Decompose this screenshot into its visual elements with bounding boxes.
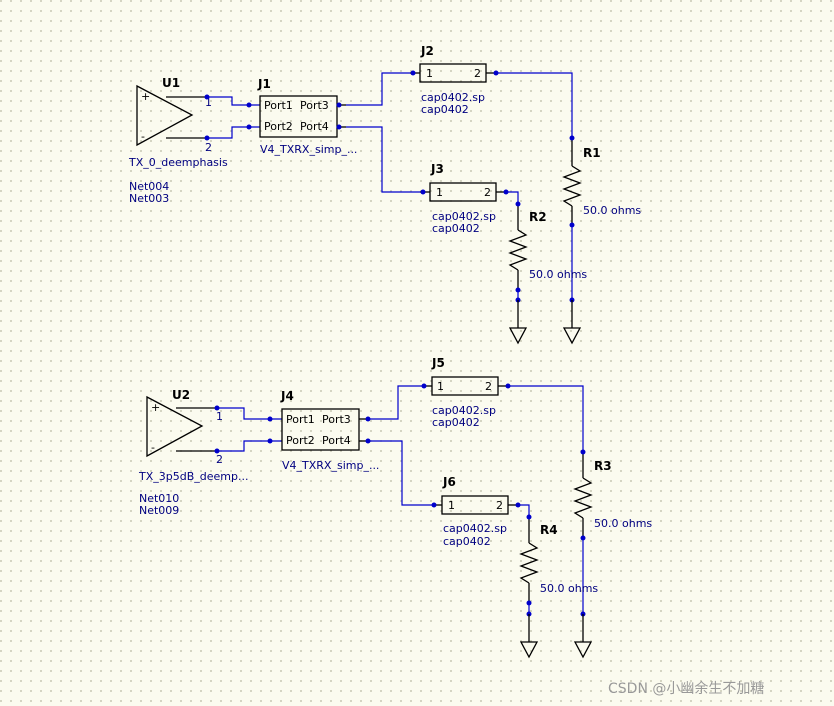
driver-pin1-label: 1 bbox=[216, 410, 223, 423]
driver-triangle-icon bbox=[136, 84, 194, 147]
driver-u1[interactable]: + - U1 1 2 TX_0_deemphasis Net004 Net003 bbox=[128, 76, 228, 205]
resistor-value: 50.0 ohms bbox=[529, 268, 587, 281]
driver-name: TX_0_deemphasis bbox=[128, 156, 228, 169]
resistor-ref: R4 bbox=[540, 523, 558, 537]
channel-name: V4_TXRX_simp_... bbox=[282, 459, 379, 472]
cap-name: cap0402 bbox=[421, 103, 469, 116]
driver-plus-sign: + bbox=[151, 401, 160, 414]
driver-ref: U1 bbox=[162, 76, 180, 90]
driver-net-label: Net003 bbox=[129, 192, 169, 205]
resistor-zigzag-icon bbox=[508, 229, 528, 271]
port-label: Port1 bbox=[264, 99, 293, 112]
ground-icon bbox=[519, 614, 539, 659]
net-wire[interactable] bbox=[207, 96, 260, 106]
resistor-r3[interactable]: R3 50.0 ohms bbox=[573, 452, 652, 538]
cap-model: cap0402.sp bbox=[432, 210, 496, 223]
net-wire[interactable] bbox=[496, 72, 573, 138]
channel-j1[interactable]: J1 Port1 Port2 Port3 Port4 V4_TXRX_simp_… bbox=[257, 77, 357, 156]
net-wire[interactable] bbox=[518, 504, 530, 517]
cap-pin-label: 2 bbox=[485, 380, 492, 393]
resistor-value: 50.0 ohms bbox=[583, 204, 641, 217]
driver-pin1-label: 1 bbox=[205, 96, 212, 109]
watermark: CSDN @小幽余生不加糖 bbox=[608, 680, 764, 697]
cap-pin-label: 1 bbox=[448, 499, 455, 512]
channel-box bbox=[281, 408, 360, 451]
driver-plus-sign: + bbox=[141, 90, 150, 103]
net-wire[interactable] bbox=[368, 440, 432, 506]
ground-icon bbox=[573, 614, 593, 659]
cap-j6[interactable]: J6 1 2 cap0402.sp cap0402 bbox=[432, 475, 518, 548]
cap-j3[interactable]: J3 1 2 cap0402.sp cap0402 bbox=[420, 162, 506, 235]
channel-ref: J1 bbox=[257, 77, 271, 91]
driver-ref: U2 bbox=[172, 388, 190, 402]
cap-model: cap0402.sp bbox=[421, 91, 485, 104]
driver-pin2-label: 2 bbox=[205, 141, 212, 154]
ground-icon bbox=[508, 300, 528, 345]
channel-name: V4_TXRX_simp_... bbox=[260, 143, 357, 156]
resistor-r2[interactable]: R2 50.0 ohms bbox=[508, 204, 587, 290]
channel-ref: J4 bbox=[280, 389, 294, 403]
resistor-ref: R3 bbox=[594, 459, 612, 473]
cap-j2[interactable]: J2 1 2 cap0402.sp cap0402 bbox=[410, 44, 496, 116]
driver-minus-sign: - bbox=[141, 130, 145, 143]
resistor-zigzag-icon bbox=[562, 165, 582, 207]
circuit-1: + - U1 1 2 TX_0_deemphasis Net004 Net003… bbox=[128, 44, 641, 345]
cap-name: cap0402 bbox=[443, 535, 491, 548]
port-label: Port2 bbox=[264, 120, 293, 133]
cap-pin-label: 2 bbox=[496, 499, 503, 512]
driver-net-label: Net010 bbox=[139, 492, 179, 505]
resistor-ref: R1 bbox=[583, 146, 601, 160]
driver-u2[interactable]: + - U2 1 2 TX_3p5dB_deemp... Net010 Net0… bbox=[138, 388, 248, 517]
cap-pin-label: 1 bbox=[436, 186, 443, 199]
cap-pin-label: 2 bbox=[474, 67, 481, 80]
channel-box bbox=[259, 95, 338, 138]
cap-name: cap0402 bbox=[432, 416, 480, 429]
cap-pin-label: 1 bbox=[437, 380, 444, 393]
net-wire[interactable] bbox=[207, 126, 260, 139]
resistor-value: 50.0 ohms bbox=[594, 517, 652, 530]
cap-ref: J3 bbox=[430, 162, 444, 176]
net-wire[interactable] bbox=[217, 407, 282, 420]
port-label: Port4 bbox=[300, 120, 329, 133]
resistor-r1[interactable]: R1 50.0 ohms bbox=[562, 138, 641, 225]
driver-net-label: Net009 bbox=[139, 504, 179, 517]
cap-ref: J5 bbox=[431, 356, 445, 370]
resistor-zigzag-icon bbox=[573, 477, 593, 519]
net-wire[interactable] bbox=[346, 72, 410, 106]
driver-net-label: Net004 bbox=[129, 180, 169, 193]
port-label: Port3 bbox=[322, 413, 351, 426]
net-wire[interactable] bbox=[506, 191, 519, 204]
port-label: Port3 bbox=[300, 99, 329, 112]
driver-pin2-label: 2 bbox=[216, 453, 223, 466]
cap-model: cap0402.sp bbox=[443, 522, 507, 535]
cap-j5[interactable]: J5 1 2 cap0402.sp cap0402 bbox=[422, 356, 508, 429]
channel-j4[interactable]: J4 Port1 Port2 Port3 Port4 V4_TXRX_simp_… bbox=[280, 389, 379, 472]
resistor-value: 50.0 ohms bbox=[540, 582, 598, 595]
resistor-zigzag-icon bbox=[519, 542, 539, 584]
net-wire[interactable] bbox=[368, 385, 422, 420]
port-label: Port4 bbox=[322, 434, 351, 447]
cap-ref: J6 bbox=[442, 475, 456, 489]
net-wire[interactable] bbox=[508, 385, 584, 452]
cap-ref: J2 bbox=[420, 44, 434, 58]
circuit-2: + - U2 1 2 TX_3p5dB_deemp... Net010 Net0… bbox=[138, 356, 652, 659]
net-wire[interactable] bbox=[217, 440, 282, 452]
driver-triangle-icon bbox=[146, 395, 204, 458]
cap-model: cap0402.sp bbox=[432, 404, 496, 417]
driver-name: TX_3p5dB_deemp... bbox=[138, 470, 248, 483]
resistor-ref: R2 bbox=[529, 210, 547, 224]
cap-pin-label: 1 bbox=[426, 67, 433, 80]
ground-icon bbox=[562, 300, 582, 345]
net-wire[interactable] bbox=[346, 126, 420, 193]
driver-minus-sign: - bbox=[151, 441, 155, 454]
cap-pin-label: 2 bbox=[484, 186, 491, 199]
port-label: Port2 bbox=[286, 434, 315, 447]
port-label: Port1 bbox=[286, 413, 315, 426]
resistor-r4[interactable]: R4 50.0 ohms bbox=[519, 517, 598, 603]
cap-name: cap0402 bbox=[432, 222, 480, 235]
